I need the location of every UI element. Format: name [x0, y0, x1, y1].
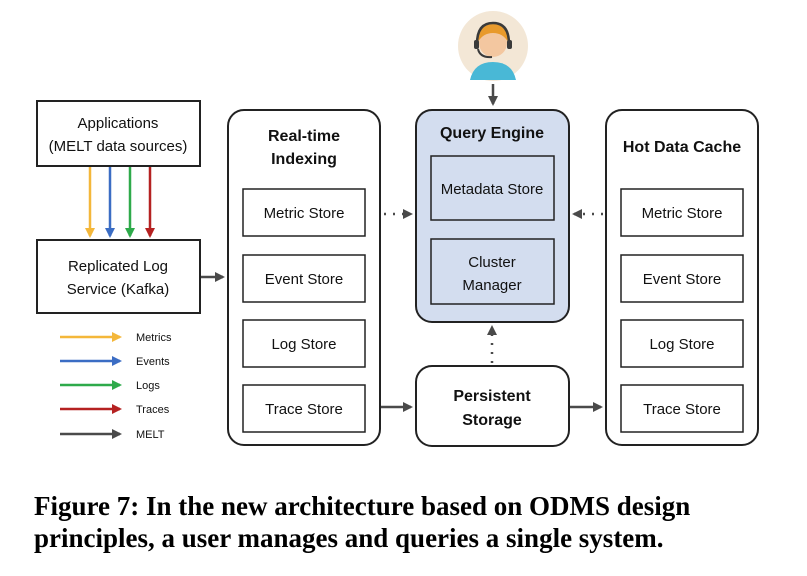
cache-event-store [620, 254, 744, 303]
cache-metric-store [620, 188, 744, 237]
indexing-metric-store [242, 188, 366, 237]
indexing-title-2: Indexing [271, 151, 337, 168]
cache-trace-store [620, 384, 744, 433]
persistent-storage-label-2: Storage [462, 412, 522, 429]
cluster-manager-label-2: Manager [462, 277, 521, 294]
cluster-manager-label-1: Cluster [468, 254, 516, 271]
replicated-log-label-1: Replicated Log [68, 258, 168, 275]
cache-trace-store-label: Trace Store [643, 401, 721, 418]
legend-logs-label: Logs [136, 380, 160, 392]
indexing-trace-store-label: Trace Store [265, 401, 343, 418]
cache-metric-store-label: Metric Store [642, 205, 723, 222]
metadata-store-label: Metadata Store [441, 181, 544, 198]
applications-label-2: (MELT data sources) [49, 138, 188, 155]
indexing-event-store-label: Event Store [265, 271, 343, 288]
metadata-store-box [430, 155, 555, 221]
legend: Metrics Events Logs Traces MELT [60, 332, 172, 441]
cache-event-store-label: Event Store [643, 271, 721, 288]
user-headset-icon [458, 11, 528, 81]
cache-log-store [620, 319, 744, 368]
hot-cache-title: Hot Data Cache [623, 139, 741, 156]
legend-metrics-label: Metrics [136, 332, 172, 344]
figure-caption: Figure 7: In the new architecture based … [34, 491, 691, 553]
query-engine-title: Query Engine [440, 125, 544, 142]
applications-box [36, 100, 201, 167]
indexing-log-store-label: Log Store [271, 336, 336, 353]
indexing-title-1: Real-time [268, 128, 340, 145]
legend-events-label: Events [136, 356, 170, 368]
indexing-metric-store-label: Metric Store [264, 205, 345, 222]
persistent-storage-box [415, 365, 570, 447]
query-engine-container [415, 109, 570, 323]
replicated-log-box [36, 239, 201, 314]
indexing-trace-store [242, 384, 366, 433]
applications-label-1: Applications [78, 115, 159, 132]
cache-log-store-label: Log Store [649, 336, 714, 353]
legend-traces-label: Traces [136, 404, 170, 416]
legend-melt-label: MELT [136, 429, 165, 441]
persistent-storage-label-1: Persistent [453, 388, 531, 405]
replicated-log-label-2: Service (Kafka) [67, 281, 170, 298]
indexing-log-store [242, 319, 366, 368]
indexing-event-store [242, 254, 366, 303]
cluster-manager-box [430, 238, 555, 305]
